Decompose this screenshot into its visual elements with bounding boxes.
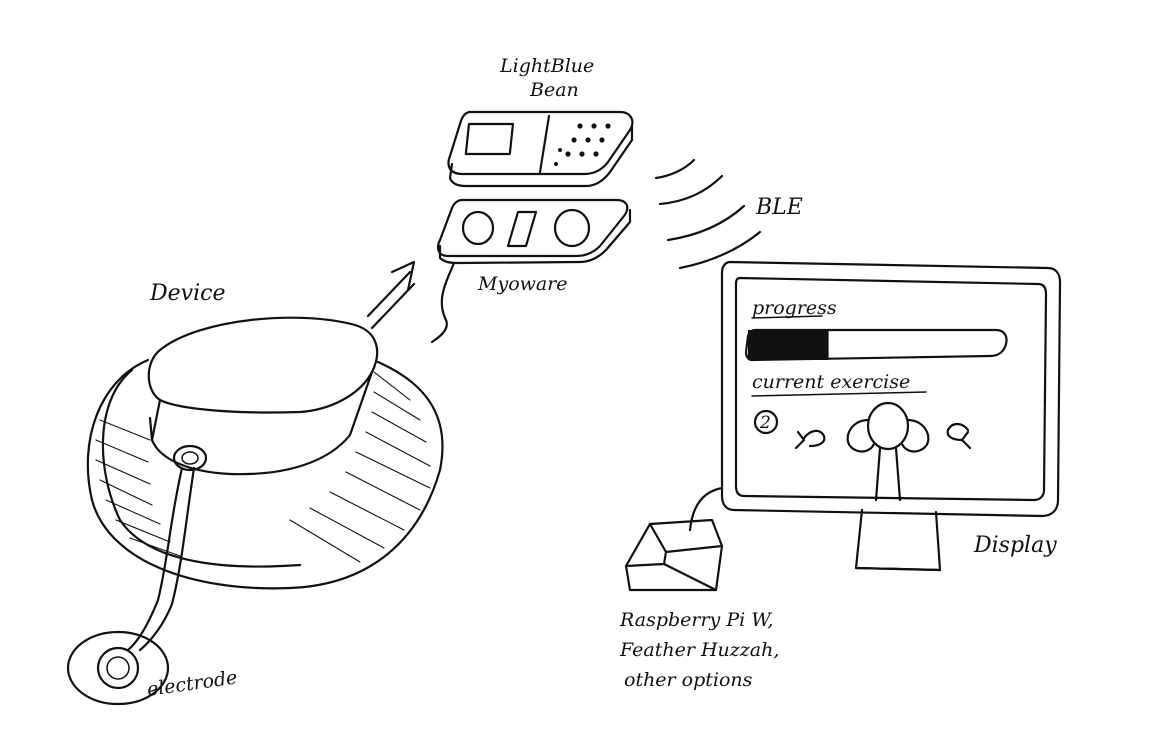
label-lightblue-line2: Bean — [529, 79, 579, 101]
raspberry-pi-box — [624, 518, 724, 592]
wrist-device — [86, 316, 444, 590]
display-monitor — [688, 260, 1062, 572]
progress-bar-fill — [748, 330, 829, 360]
exercise-figure — [753, 401, 972, 502]
label-myoware: Myoware — [477, 273, 568, 295]
progress-bar — [744, 328, 1008, 362]
label-board-line3: other options — [624, 669, 753, 691]
label-display: Display — [973, 533, 1057, 558]
dot-grid — [554, 123, 611, 166]
ble-wireless-waves — [654, 158, 762, 270]
label-ble: BLE — [755, 195, 803, 220]
strap-hatching — [95, 371, 431, 563]
chip-block — [464, 122, 515, 156]
label-board-line2: Feather Huzzah, — [619, 639, 779, 661]
label-electrode: electrode — [146, 667, 239, 701]
arrow-device-to-myoware — [366, 260, 416, 330]
myoware-board — [430, 198, 632, 344]
label-progress: progress — [752, 297, 837, 319]
label-device: Device — [149, 281, 225, 306]
label-current-exercise: current exercise — [752, 371, 910, 393]
exercise-number-badge — [753, 409, 779, 435]
label-lightblue-line1: LightBlue — [499, 55, 594, 77]
label-exercise-number: 2 — [759, 413, 771, 433]
lightblue-bean-board — [447, 110, 634, 188]
electrode — [66, 466, 196, 706]
label-board-line1: Raspberry Pi W, — [619, 609, 773, 631]
